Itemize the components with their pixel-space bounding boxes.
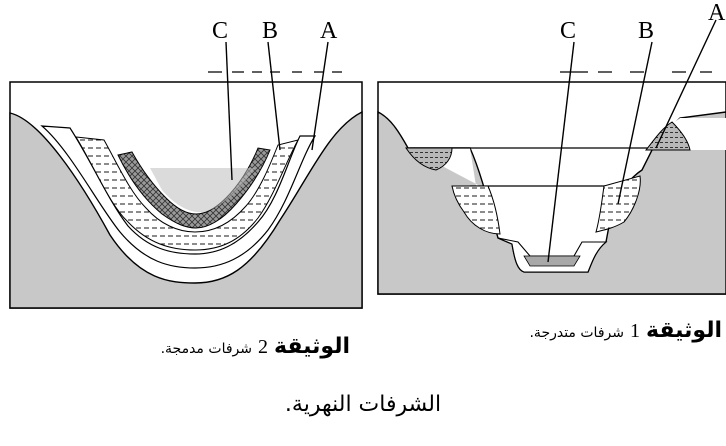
doc1-pointer-b <box>617 41 653 205</box>
doc2-water <box>150 168 255 213</box>
doc2-bedrock <box>9 110 363 309</box>
doc1-deposit-c <box>523 255 581 267</box>
doc2-caption-title: الوثيقة <box>273 334 350 359</box>
doc2-pointer-b <box>267 41 281 151</box>
doc2-label-b: B <box>262 18 278 44</box>
doc1-pointer-a <box>655 19 717 149</box>
doc2-alluvium-a <box>40 125 317 269</box>
doc1-caption: الوثيقة1 شرفات متدرجة. <box>529 318 722 343</box>
doc2-caption: الوثيقة2 شرفات مدمجة. <box>161 334 350 359</box>
doc1-pointer-c <box>547 41 575 263</box>
doc2-alluvium-c <box>117 147 271 229</box>
doc2-pointer-c <box>225 41 233 181</box>
doc1-caption-number: 1 <box>629 320 640 342</box>
doc1-channel <box>497 237 608 273</box>
doc2-alluvium-b <box>75 136 299 251</box>
doc1-deposit-b-left <box>451 185 501 235</box>
doc1-valley <box>408 118 726 186</box>
doc1-label-b: B <box>638 18 654 44</box>
document-2-diagram: C B A <box>9 18 363 309</box>
doc1-label-c: C <box>560 18 576 44</box>
doc2-label-a: A <box>320 18 338 44</box>
document-1-diagram: C B A <box>377 0 726 295</box>
doc2-label-c: C <box>212 18 228 44</box>
doc2-caption-number: 2 <box>257 336 268 358</box>
doc1-caption-title: الوثيقة <box>645 318 722 343</box>
doc2-pointer-a <box>311 41 329 151</box>
main-caption: الشرفات النهرية. <box>284 392 442 417</box>
doc2-caption-description: شرفات مدمجة. <box>160 341 252 357</box>
doc1-deposit-a-left <box>405 147 453 171</box>
doc1-deposit-a-right <box>644 121 691 151</box>
doc1-caption-description: شرفات متدرجة. <box>529 325 624 341</box>
doc1-label-a: A <box>708 0 726 26</box>
